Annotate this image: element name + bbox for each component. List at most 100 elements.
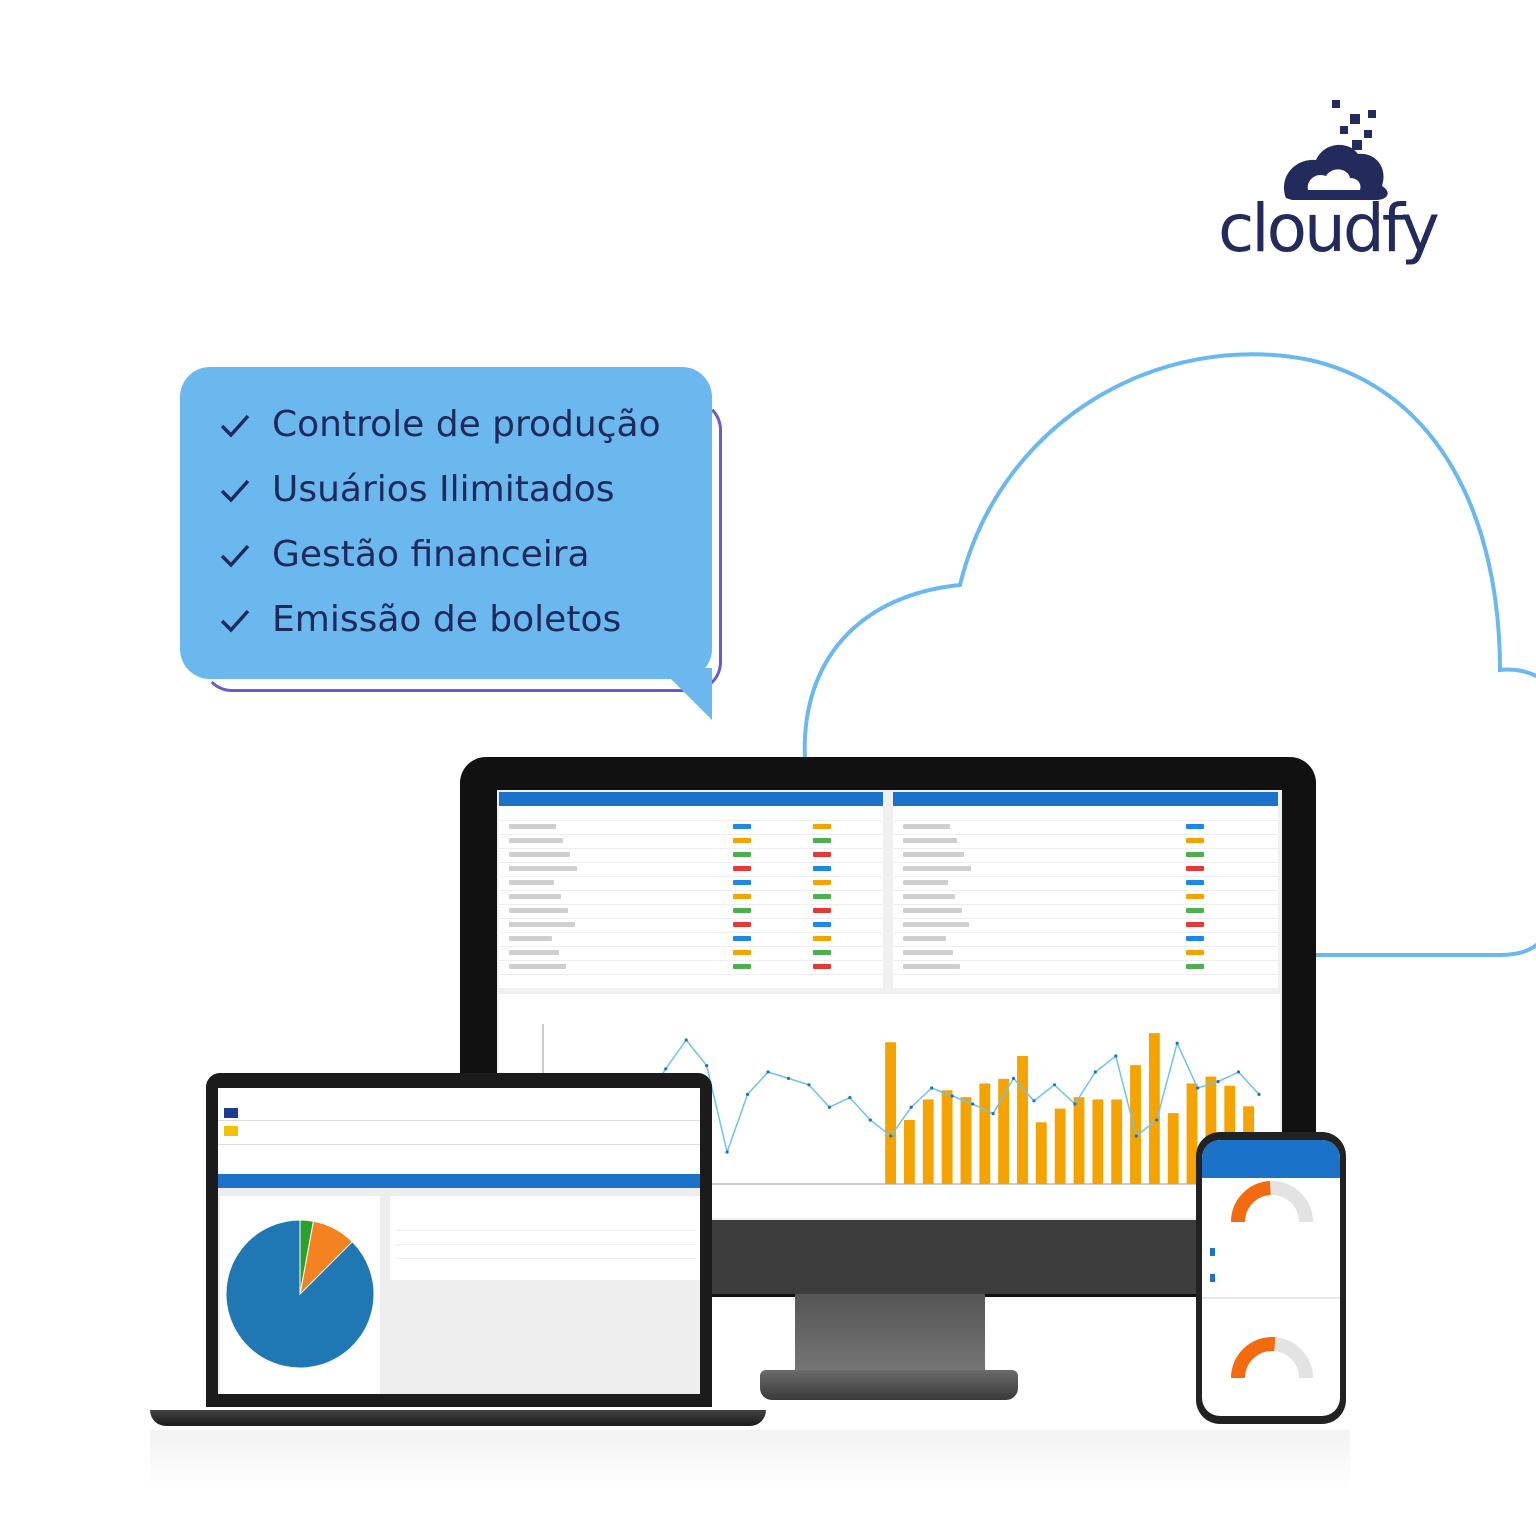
table-cell [893,918,1177,933]
table-cell [1176,946,1278,961]
acquirer-detail-panel [390,1196,700,1280]
table-row [499,834,883,849]
table-row [499,946,883,961]
table-cell [893,876,1177,891]
bar [1035,1122,1047,1184]
table-cell [722,848,803,863]
table-cell [1176,820,1278,835]
value-pill [812,908,831,913]
table-row [499,960,883,975]
table-row [499,918,883,933]
bar [1092,1099,1104,1184]
placeholder-text [903,838,957,843]
section-header [218,1174,700,1188]
line-point [1073,1102,1077,1106]
panel-header [499,792,883,806]
placeholder-text [903,950,953,955]
line-point [786,1076,791,1080]
placeholder-text [509,950,559,955]
placeholder-text [509,964,566,969]
bar [1073,1097,1085,1184]
value-pill [812,964,831,969]
placeholder-text [509,908,568,913]
divider [218,1120,700,1121]
table-cell [499,820,723,835]
table-cell [893,960,1177,975]
dollar-icon [1210,1248,1215,1256]
placeholder-text [509,852,570,857]
phone-screen [1202,1140,1340,1416]
divider [396,1258,696,1259]
table-cell [893,820,1177,835]
line-point [1216,1080,1220,1084]
table-cell [722,876,803,891]
table-row [893,876,1278,891]
check-icon [220,479,250,503]
table-cell [499,932,723,947]
table-cell [1176,960,1278,975]
value-pill [1186,866,1205,871]
acquirer-summary [218,1088,700,1168]
pie-slice [299,1219,314,1295]
laptop-base [150,1410,766,1426]
table-cell [893,946,1177,961]
feature-item: Usuários Ilimitados [218,457,661,522]
table-row [893,904,1278,919]
table-cell [893,806,1177,821]
table-cell [1176,862,1278,877]
line-point [868,1118,872,1122]
value-pill [1186,824,1205,829]
table-cell [893,848,1177,863]
table-row [893,932,1278,947]
bar [1054,1108,1066,1184]
table-row [499,876,883,891]
divider [396,1244,696,1245]
value-pill [732,950,751,955]
value-pill [732,824,751,829]
bubble-tail [660,668,712,720]
feature-list: Controle de produção Usuários Ilimitados… [218,392,661,652]
value-pill [812,866,831,871]
table-row [499,890,883,905]
placeholder-text [509,838,563,843]
phone-gauges [1202,1181,1340,1379]
value-pill [1186,880,1205,885]
table-cell [499,806,723,821]
placeholder-text [903,880,948,885]
placeholder-text [509,894,561,899]
table-cell [722,806,803,821]
placeholder-text [903,964,960,969]
table-cell [722,960,803,975]
gauge-fill [1231,1337,1276,1379]
placeholder-text [903,936,946,941]
table-cell [722,946,803,961]
value-pill [1186,908,1205,913]
placeholder-text [509,824,556,829]
pie-slice [225,1219,375,1369]
value-pill [732,880,751,885]
table-cell [499,904,723,919]
line-point [1011,1076,1016,1080]
bar [885,1042,896,1184]
cloudfy-logo-icon [1284,100,1388,200]
feature-item: Gestão financeira [218,522,661,587]
top-attendants-panel [893,792,1278,988]
table-cell [722,862,803,877]
table-cell [499,960,723,975]
bubble-shadow-outline [202,400,722,692]
value-pill [732,964,751,969]
table-cell [722,918,803,933]
bar [1017,1056,1028,1184]
pie-panel [220,1196,380,1394]
value-pill [1186,964,1205,969]
table-cell [499,848,723,863]
table-cell [499,834,723,849]
value-pill [1186,838,1205,843]
phone-header [1202,1140,1340,1178]
line-point [909,1105,913,1109]
line-point [807,1083,811,1087]
monitor-stand-base [760,1370,1018,1400]
line-point [848,1096,852,1100]
placeholder-text [903,922,969,927]
table-cell [1176,932,1278,947]
